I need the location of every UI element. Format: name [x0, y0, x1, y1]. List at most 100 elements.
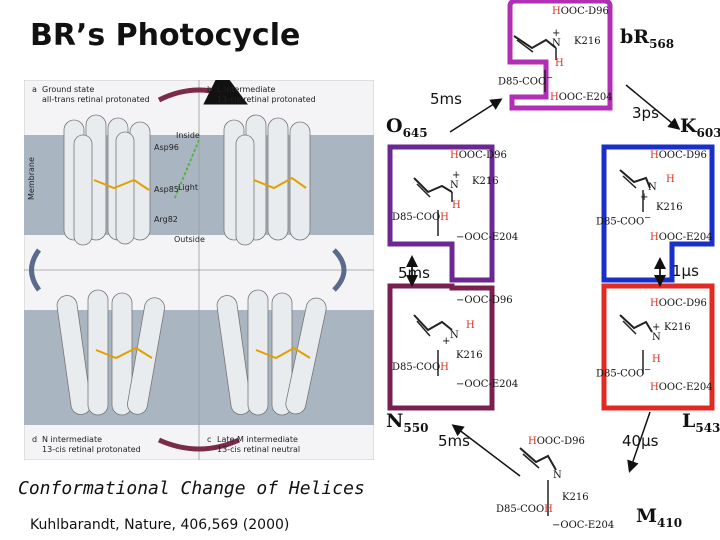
panel-c-line1: Late M intermediate [217, 435, 298, 444]
outside-label: Outside [174, 235, 205, 244]
residue-arg82: Arg82 [154, 215, 178, 224]
n550-h: H [466, 320, 475, 331]
panel-arrow-a-to-b [157, 80, 248, 105]
o645-n: N [450, 180, 459, 191]
time-m-to-n: 5ms [438, 432, 470, 450]
panel-c-retinal [255, 346, 311, 360]
n550-d85: D85-COOH [392, 362, 449, 373]
panel-b-line1: L intermediate [217, 85, 276, 94]
o645-h: H [452, 200, 461, 211]
time-l-to-m: 40µs [622, 432, 659, 450]
state-m410: M410 [636, 505, 683, 530]
k603-h: H [666, 174, 675, 185]
state-br568: bR568 [620, 26, 675, 51]
l543-retinal [619, 314, 653, 333]
o645-e204: −OOC-E204 [456, 232, 519, 243]
n550-k216: K216 [456, 350, 483, 361]
light-arrow [173, 139, 200, 201]
o645-box [387, 144, 495, 283]
state-l543: L543 [682, 410, 720, 435]
br568-plus: + [552, 28, 561, 39]
arrow-m-to-n [451, 424, 521, 477]
l543-box [601, 283, 715, 411]
light-label: Light [178, 183, 198, 192]
k603-d96: HOOC-D96 [650, 150, 707, 161]
br568-box [507, 0, 613, 111]
arrow-br-to-k [625, 84, 681, 130]
k603-e204: HOOC-E204 [650, 232, 713, 243]
m410-d85: D85-COOH [496, 504, 553, 515]
reference-citation: Kuhlbarandt, Nature, 406,569 (2000) [30, 517, 290, 533]
panel-c-line2: 13-cis retinal neutral [217, 445, 300, 454]
k603-d85: D85-COO− [596, 212, 652, 228]
residue-asp85: Asp85 [154, 185, 179, 194]
panel-arrow-d-to-a [29, 248, 42, 292]
time-n-to-o: 5ms [398, 264, 430, 282]
residue-asp96: Asp96 [154, 143, 179, 152]
slide-title: BR’s Photocycle [30, 18, 301, 53]
panel-a-helices [63, 114, 151, 246]
panel-d-line2: 13-cis retinal protonated [42, 445, 141, 454]
state-k603: K603 [680, 115, 720, 140]
k603-retinal [619, 169, 651, 189]
br568-e204: HOOC-E204 [550, 92, 613, 103]
m410-d96: HOOC-D96 [528, 436, 585, 447]
panel-d-helices [56, 289, 165, 416]
panel-b-line2: 13-cis retinal protonated [217, 95, 316, 104]
br568-k216: K216 [574, 36, 601, 47]
l543-h: H [652, 354, 661, 365]
n550-box [387, 283, 495, 411]
m410-n: N [553, 470, 562, 481]
l543-n: N [652, 332, 661, 343]
n550-d96: −OOC-D96 [456, 295, 513, 306]
n550-retinal [413, 314, 453, 332]
o645-k216: K216 [472, 176, 499, 187]
n550-n: N [450, 330, 459, 341]
membrane-label: Membrane [27, 157, 36, 200]
panel-a-line1: Ground state [42, 85, 94, 94]
br568-h: H [555, 58, 564, 69]
panel-b-helices [223, 114, 311, 246]
o645-d96: HOOC-D96 [450, 150, 507, 161]
m410-retinal [519, 447, 557, 471]
panel-b-letter: b [207, 85, 212, 94]
o645-plus: + [452, 170, 461, 181]
l543-k216: K216 [664, 322, 691, 333]
m410-e204: −OOC-E204 [552, 520, 615, 531]
l543-plus: + [652, 322, 661, 333]
panel-a-retinal [93, 178, 150, 191]
panel-a-letter: a [32, 85, 37, 94]
panel-a-line2: all-trans retinal protonated [42, 95, 150, 104]
br568-n: N [552, 38, 561, 49]
time-o-to-br: 5ms [430, 90, 462, 108]
k603-plus: + [640, 192, 649, 203]
l543-d85: D85-COO− [596, 364, 652, 380]
panel-b-retinal [253, 176, 307, 190]
n550-plus: + [442, 336, 451, 347]
br568-d96: HOOC-D96 [552, 6, 609, 17]
o645-retinal [413, 177, 453, 194]
arrow-l-to-m [627, 411, 651, 473]
panel-d-retinal [95, 346, 153, 360]
time-k-to-l: 1µs [672, 262, 699, 280]
br568-retinal [513, 35, 557, 50]
time-br-to-k: 3ps [632, 104, 659, 122]
panel-arrow-c-to-d [157, 437, 241, 452]
k603-n: N [648, 182, 657, 193]
slide-caption: Conformational Change of Helices [18, 478, 365, 499]
state-n550: N550 [386, 410, 429, 435]
state-o645: O645 [386, 115, 428, 140]
n550-e204: −OOC-E204 [456, 379, 519, 390]
panel-c-letter: c [207, 435, 211, 444]
panel-d-line1: N intermediate [42, 435, 102, 444]
arrow-o-to-br [449, 98, 503, 133]
k603-box [601, 144, 715, 283]
k603-k216: K216 [656, 202, 683, 213]
panel-d-letter: d [32, 435, 37, 444]
br568-d85: D85-COO− [498, 72, 554, 88]
inside-label: Inside [176, 131, 200, 140]
panel-arrow-b-to-c [332, 248, 347, 292]
protein-figure: a Ground state all-trans retinal protona… [24, 80, 374, 460]
l543-d96: HOOC-D96 [650, 298, 707, 309]
